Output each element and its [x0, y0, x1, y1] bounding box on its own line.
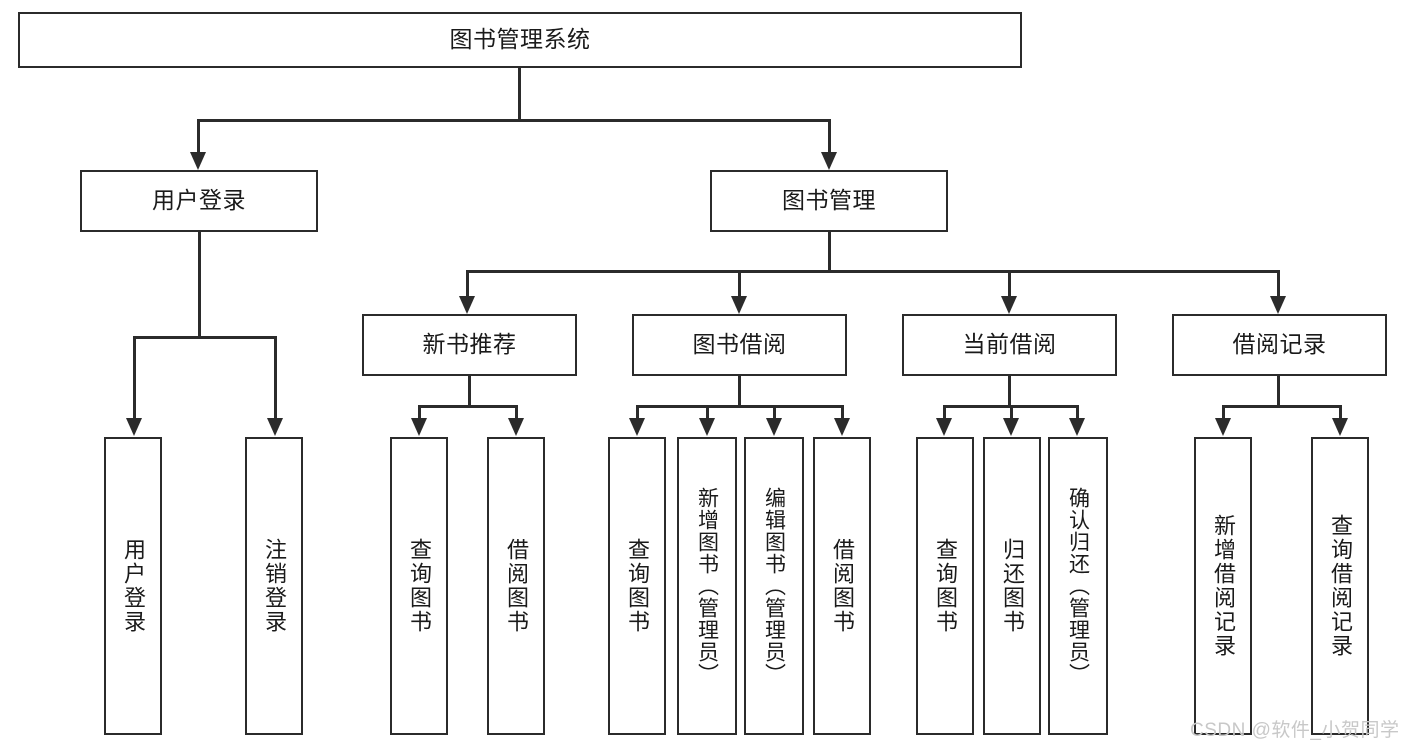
arrow-cb-to-leaf-1 — [936, 418, 952, 436]
node-label: 当前借阅 — [962, 331, 1057, 358]
edge-cb-to-leaf-3 — [1076, 405, 1079, 422]
arrow-user-login-to-leaf-1 — [126, 418, 142, 436]
node-leaf-logout[interactable]: 注销登录 — [245, 437, 303, 735]
edge-root-to-book-management — [828, 119, 831, 157]
arrow-bm-to-borrow-record — [1270, 296, 1286, 314]
node-leaf-query-book-recommend[interactable]: 查询图书 — [390, 437, 448, 735]
edge-root-to-user-login — [197, 119, 200, 157]
node-borrow-record[interactable]: 借阅记录 — [1172, 314, 1387, 376]
edge-bm-to-new-book — [466, 270, 469, 302]
node-leaf-query-borrow-record[interactable]: 查询借阅记录 — [1311, 437, 1369, 735]
edge-nb-to-leaf-1 — [418, 405, 421, 422]
edge-bb-to-leaf-4 — [841, 405, 844, 422]
node-book-borrow[interactable]: 图书借阅 — [632, 314, 847, 376]
edge-user-login-stem — [198, 232, 201, 337]
arrow-bb-to-leaf-4 — [834, 418, 850, 436]
node-label: 图书管理系统 — [449, 26, 591, 53]
arrow-bb-to-leaf-1 — [629, 418, 645, 436]
node-label: 编辑图书（管理员） — [762, 487, 786, 685]
edge-bb-to-leaf-1 — [636, 405, 639, 422]
node-root-book-management-system[interactable]: 图书管理系统 — [18, 12, 1022, 68]
arrow-root-to-user-login — [190, 152, 206, 170]
edge-bm-to-borrow-record — [1277, 270, 1280, 302]
arrow-bb-to-leaf-3 — [766, 418, 782, 436]
edge-br-to-leaf-1 — [1222, 405, 1225, 422]
node-new-book-recommend[interactable]: 新书推荐 — [362, 314, 577, 376]
edge-borrow-record-stem — [1277, 376, 1280, 407]
node-label: 图书借阅 — [692, 331, 787, 358]
edge-book-borrow-bus — [636, 405, 844, 408]
arrow-root-to-book-management — [821, 152, 837, 170]
edge-root-bus — [197, 119, 831, 122]
node-leaf-add-borrow-record[interactable]: 新增借阅记录 — [1194, 437, 1252, 735]
node-user-login[interactable]: 用户登录 — [80, 170, 318, 232]
node-label: 借阅图书 — [830, 538, 855, 634]
edge-new-book-stem — [468, 376, 471, 407]
node-current-borrow[interactable]: 当前借阅 — [902, 314, 1117, 376]
edge-root-stem — [518, 68, 521, 120]
node-label: 查询图书 — [407, 538, 432, 634]
arrow-br-to-leaf-2 — [1332, 418, 1348, 436]
edge-user-login-to-leaf-2 — [274, 336, 277, 422]
node-label: 查询图书 — [933, 538, 958, 634]
node-leaf-borrow-book[interactable]: 借阅图书 — [813, 437, 871, 735]
node-label: 新增图书（管理员） — [695, 487, 719, 685]
node-label: 注销登录 — [262, 538, 287, 634]
arrow-bm-to-current-borrow — [1001, 296, 1017, 314]
edge-new-book-bus — [418, 405, 518, 408]
edge-br-to-leaf-2 — [1339, 405, 1342, 422]
edge-book-borrow-stem — [738, 376, 741, 407]
node-leaf-query-book-borrow[interactable]: 查询图书 — [608, 437, 666, 735]
arrow-br-to-leaf-1 — [1215, 418, 1231, 436]
edge-bb-to-leaf-2 — [706, 405, 709, 422]
node-label: 确认归还（管理员） — [1066, 487, 1090, 685]
edge-book-management-stem — [828, 232, 831, 272]
node-leaf-edit-book-admin[interactable]: 编辑图书（管理员） — [744, 437, 804, 735]
arrow-bm-to-book-borrow — [731, 296, 747, 314]
node-leaf-return-book[interactable]: 归还图书 — [983, 437, 1041, 735]
edge-user-login-to-leaf-1 — [133, 336, 136, 422]
edge-borrow-record-bus — [1222, 405, 1342, 408]
node-label: 新书推荐 — [422, 331, 517, 358]
node-label: 归还图书 — [1000, 538, 1025, 634]
node-label: 查询图书 — [625, 538, 650, 634]
arrow-user-login-to-leaf-2 — [267, 418, 283, 436]
node-label: 图书管理 — [782, 187, 876, 214]
arrow-cb-to-leaf-3 — [1069, 418, 1085, 436]
node-label: 借阅图书 — [504, 538, 529, 634]
edge-nb-to-leaf-2 — [515, 405, 518, 422]
edge-cb-to-leaf-2 — [1010, 405, 1013, 422]
edge-current-borrow-stem — [1008, 376, 1011, 407]
edge-bb-to-leaf-3 — [773, 405, 776, 422]
arrow-bm-to-new-book — [459, 296, 475, 314]
arrow-nb-to-leaf-2 — [508, 418, 524, 436]
node-label: 新增借阅记录 — [1211, 514, 1236, 658]
edge-book-management-bus — [466, 270, 1278, 273]
node-leaf-query-book-current[interactable]: 查询图书 — [916, 437, 974, 735]
node-leaf-add-book-admin[interactable]: 新增图书（管理员） — [677, 437, 737, 735]
edge-bm-to-current-borrow — [1008, 270, 1011, 302]
node-book-management[interactable]: 图书管理 — [710, 170, 948, 232]
node-label: 用户登录 — [121, 538, 146, 634]
arrow-bb-to-leaf-2 — [699, 418, 715, 436]
node-leaf-user-login[interactable]: 用户登录 — [104, 437, 162, 735]
node-label: 用户登录 — [152, 187, 246, 214]
edge-cb-to-leaf-1 — [943, 405, 946, 422]
node-label: 查询借阅记录 — [1328, 514, 1353, 658]
edge-bm-to-book-borrow — [738, 270, 741, 302]
arrow-cb-to-leaf-2 — [1003, 418, 1019, 436]
node-label: 借阅记录 — [1232, 331, 1327, 358]
node-leaf-confirm-return-admin[interactable]: 确认归还（管理员） — [1048, 437, 1108, 735]
edge-user-login-bus — [133, 336, 277, 339]
arrow-nb-to-leaf-1 — [411, 418, 427, 436]
node-leaf-borrow-book-recommend[interactable]: 借阅图书 — [487, 437, 545, 735]
